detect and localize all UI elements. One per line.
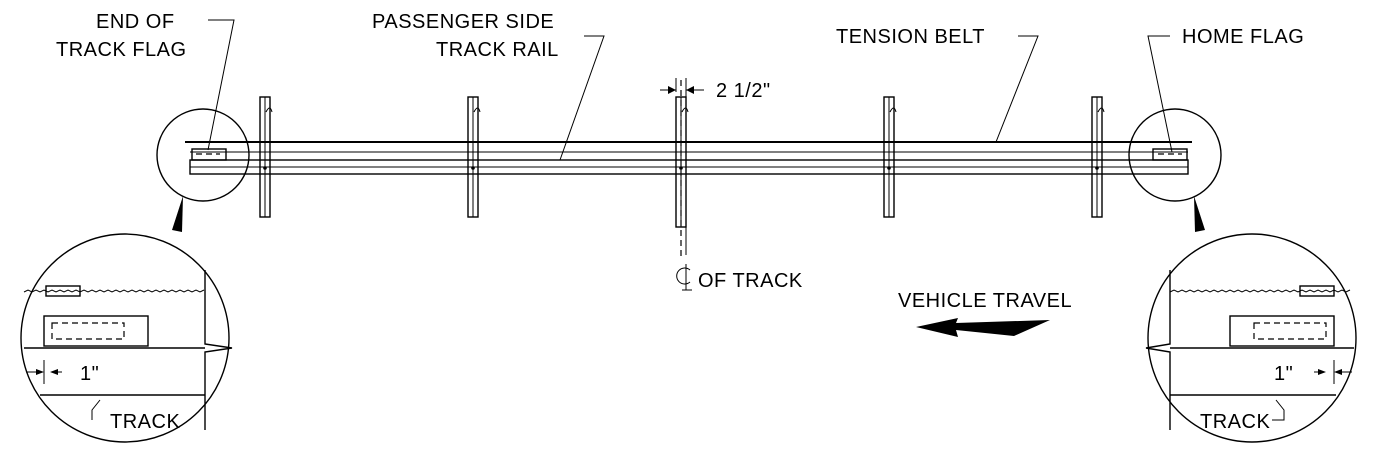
leader-line [559, 35, 605, 161]
tension-belt-label: TENSION BELT [836, 26, 985, 48]
left-detail-track-label: TRACK [110, 411, 180, 433]
leader-line [995, 35, 1039, 143]
bracket [259, 96, 273, 218]
vehicle-travel-label: VEHICLE TRAVEL [898, 290, 1072, 312]
right-detail-dimension: 1" [1274, 363, 1293, 385]
home-flag-label: HOME FLAG [1182, 26, 1304, 48]
right-detail-view [1145, 233, 1357, 443]
left-detail-view [20, 233, 233, 443]
dimension-marker [660, 86, 704, 94]
leader-line [1147, 35, 1173, 153]
leader-line [207, 19, 235, 151]
left-detail-dimension: 1" [80, 363, 99, 385]
cl-of-track-label: OF TRACK [698, 270, 803, 292]
callout-pointer [1194, 196, 1205, 232]
bracket [883, 96, 897, 218]
vehicle-travel-arrow-icon [916, 318, 1050, 337]
passenger-side-label-line1: PASSENGER SIDE [372, 11, 554, 33]
end-of-track-flag [156, 108, 250, 202]
end-of-track-flag-label-line2: TRACK FLAG [56, 39, 187, 61]
bracket [1091, 96, 1105, 218]
tension-belt [185, 141, 1192, 153]
passenger-side-label-line2: TRACK RAIL [436, 39, 559, 61]
end-of-track-flag-label-line1: END OF [96, 11, 175, 33]
centerline-symbol [676, 264, 692, 291]
home-flag [1128, 108, 1222, 202]
callout-pointer [172, 196, 183, 232]
track-rail [189, 159, 1189, 175]
right-detail-track-label: TRACK [1200, 411, 1270, 433]
bracket [467, 96, 481, 218]
dimension-label: 2 1/2" [716, 80, 771, 102]
